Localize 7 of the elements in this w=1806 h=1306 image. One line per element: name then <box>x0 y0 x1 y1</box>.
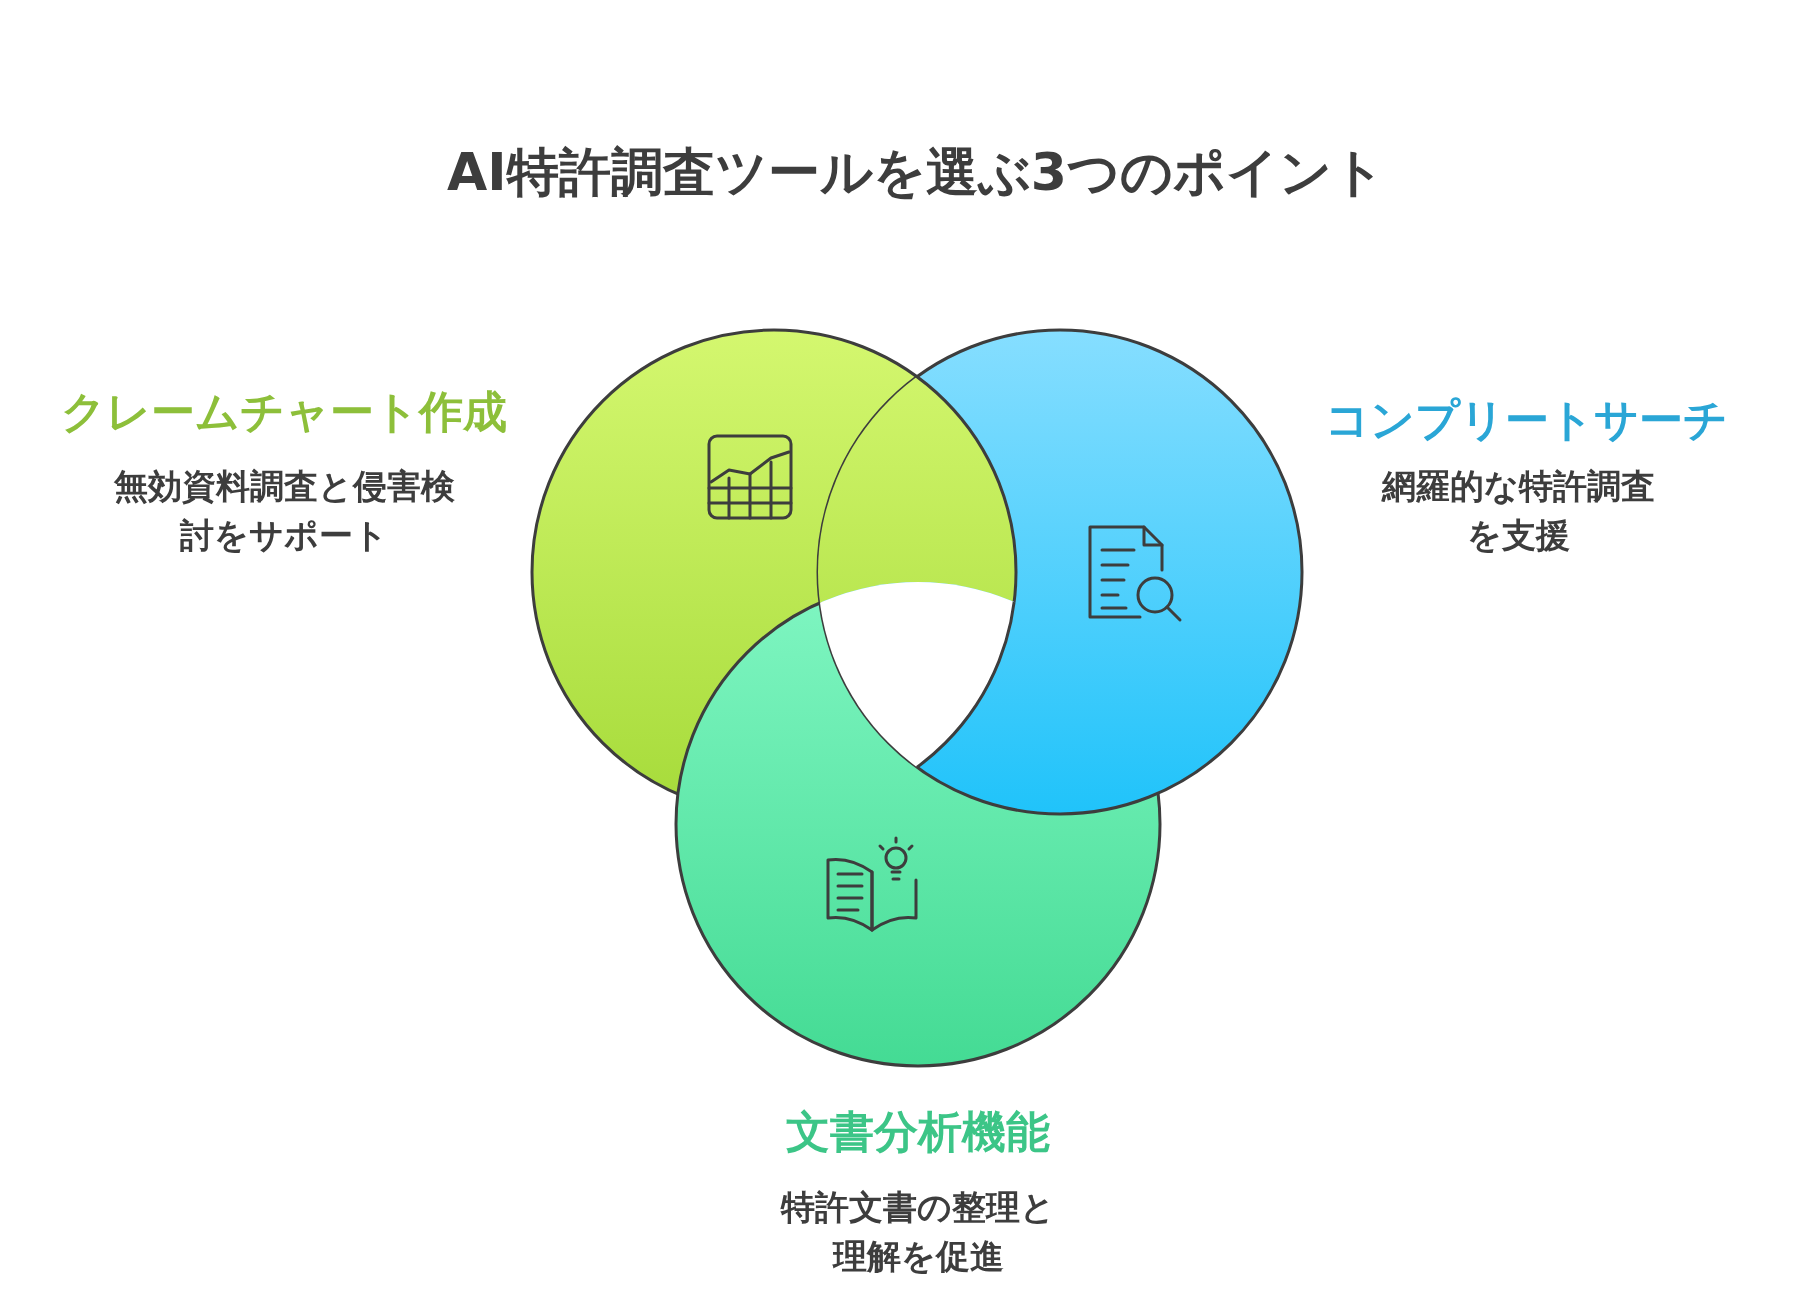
section-heading: 文書分析機能 <box>786 1105 1050 1159</box>
description-text: 網羅的な特許調査を支援 <box>1380 465 1656 558</box>
section-heading: コンプリートサーチ <box>1324 393 1728 447</box>
description-text: 無効資料調査と侵害検討をサポート <box>112 465 456 558</box>
section-heading: クレームチャート作成 <box>61 385 507 439</box>
title: AI特許調査ツールを選ぶ3つのポイント <box>447 141 1385 204</box>
description-text: 特許文書の整理と理解を促進 <box>779 1186 1056 1279</box>
